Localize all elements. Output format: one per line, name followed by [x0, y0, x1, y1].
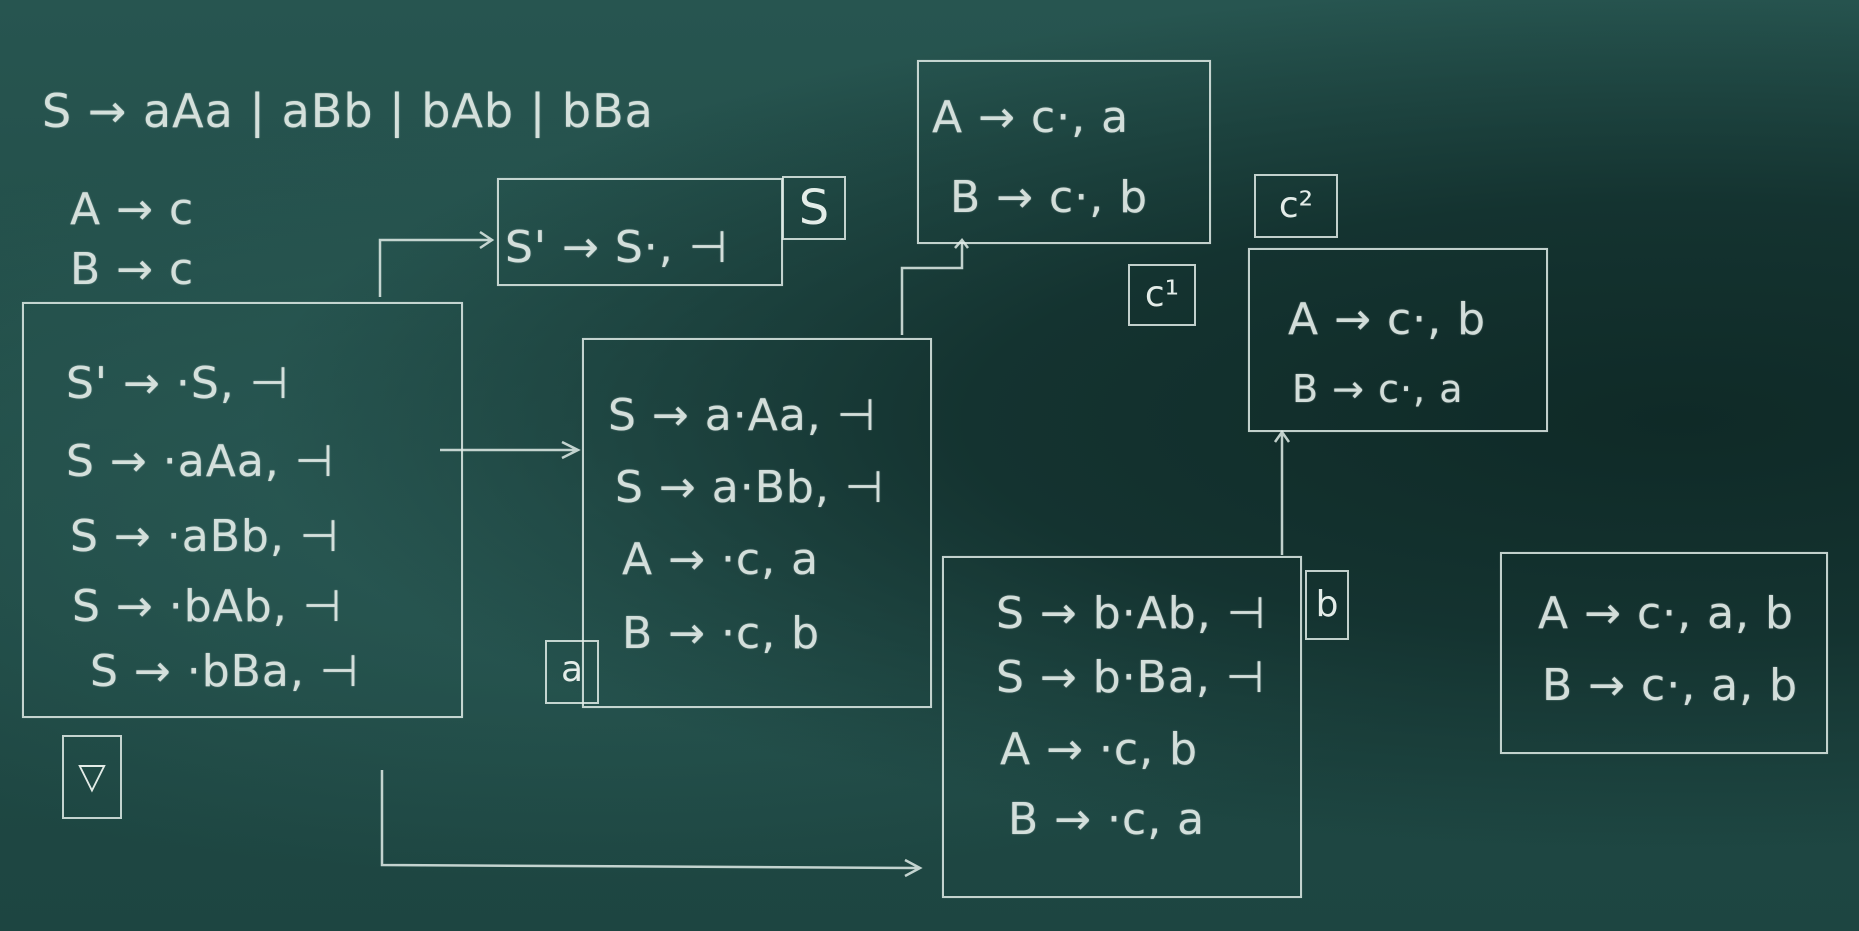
- state-c1: [917, 60, 1211, 244]
- arrow-after-a-to-c1: [900, 238, 969, 335]
- state-c1-item-2: B → c·, b: [950, 172, 1149, 223]
- state-start-tag: ▽: [62, 735, 122, 819]
- state-accept-item: S' → S·, ⊣: [505, 222, 729, 273]
- state-start: [22, 302, 463, 718]
- state-merged-item-1: A → c·, a, b: [1538, 588, 1794, 639]
- state-c1-tag: c¹: [1128, 264, 1196, 326]
- state-c1-item-1: A → c·, a: [932, 92, 1130, 143]
- state-c2-tag: c²: [1254, 174, 1338, 238]
- arrow-start-to-after-b: [380, 770, 923, 878]
- state-after-b: [942, 556, 1302, 898]
- state-after-a-item-4: B → ·c, b: [622, 608, 821, 659]
- state-start-item-3: S → ·aBb, ⊣: [70, 511, 340, 562]
- state-after-b-item-1: S → b·Ab, ⊣: [996, 588, 1267, 639]
- grammar-rule-s: S → aAa | aBb | bAb | bBa: [42, 84, 654, 138]
- arrow-start-to-accept: [378, 230, 495, 297]
- state-c2: [1248, 248, 1548, 432]
- state-after-a-tag: a: [545, 640, 599, 704]
- state-after-a: [582, 338, 932, 708]
- state-accept-tag: S: [782, 176, 846, 240]
- state-start-item-1: S' → ·S, ⊣: [66, 358, 290, 409]
- state-start-item-2: S → ·aAa, ⊣: [66, 436, 335, 487]
- state-c2-item-2: B → c·, a: [1292, 367, 1464, 411]
- state-after-a-item-2: S → a·Bb, ⊣: [615, 462, 885, 513]
- state-after-a-item-3: A → ·c, a: [622, 534, 820, 585]
- grammar-rule-a: A → c: [70, 184, 195, 235]
- state-after-b-item-4: B → ·c, a: [1008, 794, 1206, 845]
- state-after-a-item-1: S → a·Aa, ⊣: [608, 390, 877, 441]
- state-after-b-item-3: A → ·c, b: [1000, 724, 1199, 775]
- state-after-b-item-2: S → b·Ba, ⊣: [996, 652, 1266, 703]
- state-c2-item-1: A → c·, b: [1288, 294, 1487, 345]
- state-start-item-4: S → ·bAb, ⊣: [72, 581, 343, 632]
- arrow-start-to-after-a: [440, 440, 581, 460]
- state-merged-item-2: B → c·, a, b: [1542, 660, 1799, 711]
- grammar-rule-b: B → c: [70, 244, 195, 295]
- arrow-after-b-to-c2: [1273, 429, 1291, 555]
- state-start-item-5: S → ·bBa, ⊣: [90, 646, 360, 697]
- state-after-b-tag: b: [1305, 570, 1349, 640]
- state-merged: [1500, 552, 1828, 754]
